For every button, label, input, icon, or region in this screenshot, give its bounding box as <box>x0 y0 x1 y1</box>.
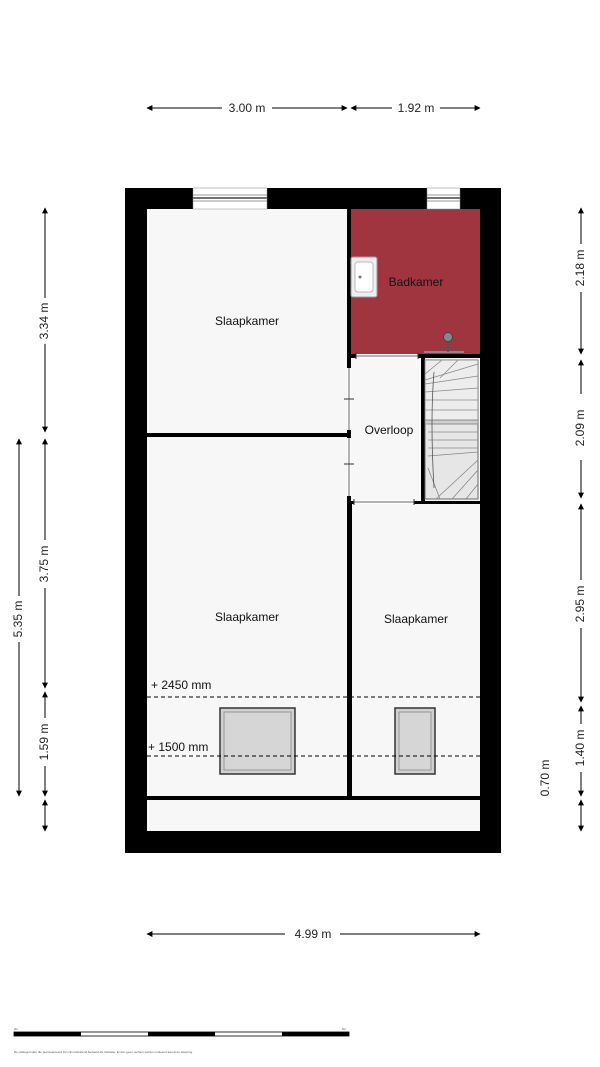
window-top-right <box>426 187 461 210</box>
scale-bar: 0m 5m De plattegronden die gepresenteerd… <box>13 1027 350 1054</box>
left-inner-dimensions: 3.34 m 3.75 m 1.59 m <box>37 207 51 832</box>
label-landing: Overloop <box>365 423 414 437</box>
building: + 2450 mm + 1500 mm <box>125 187 501 853</box>
window-top-left <box>192 187 268 210</box>
door-bathroom <box>355 353 419 359</box>
bottom-dimensions: 4.99 m <box>146 927 481 941</box>
dim-top-1: 3.00 m <box>229 101 266 115</box>
dim-left-inner-3: 1.59 m <box>37 724 51 761</box>
door-bedroom-bottom-right <box>353 499 415 505</box>
left-outer-dimensions: 5.35 m <box>11 438 25 797</box>
scale-end: 5m <box>342 1027 347 1031</box>
dim-right-2: 2.09 m <box>573 410 587 447</box>
top-dimensions: 3.00 m 1.92 m <box>146 101 481 115</box>
dim-left-inner-2: 3.75 m <box>37 546 51 583</box>
skylight-right <box>394 707 436 775</box>
door-bedroom-bottom-left <box>344 438 354 496</box>
dim-right-1: 2.18 m <box>573 250 587 287</box>
dim-left-inner-1: 3.34 m <box>37 303 51 340</box>
room-bedroom-top-left <box>147 209 347 433</box>
room-landing <box>351 358 421 501</box>
label-bathroom: Badkamer <box>389 275 444 289</box>
dim-top-2: 1.92 m <box>398 101 435 115</box>
room-labels: Slaapkamer Badkamer Overloop Slaapkamer … <box>215 275 448 626</box>
dim-right-5: 0.70 m <box>538 760 552 797</box>
staircase <box>424 359 479 500</box>
height-label-1500: + 1500 mm <box>148 740 208 754</box>
skylight-left <box>219 707 296 775</box>
dim-left-outer-1: 5.35 m <box>11 601 25 638</box>
height-label-2450: + 2450 mm <box>151 678 211 692</box>
door-bedroom-top-left <box>344 368 354 430</box>
label-bedroom-top-left: Slaapkamer <box>215 314 279 328</box>
knee-wall-zone <box>147 800 480 831</box>
dim-bottom-1: 4.99 m <box>295 927 332 941</box>
sink-icon <box>350 256 378 298</box>
dim-right-3: 2.95 m <box>573 586 587 623</box>
dim-right-4: 1.40 m <box>573 730 587 767</box>
label-bedroom-bottom-right: Slaapkamer <box>384 612 448 626</box>
disclaimer-text: De plattegronden die gepresenteerd zijn … <box>14 1050 193 1054</box>
right-dimensions: 2.18 m 2.09 m 2.95 m 1.40 m 0.70 m <box>538 207 587 832</box>
drain-icon <box>424 332 464 353</box>
scale-start: 0m <box>14 1027 19 1031</box>
label-bedroom-bottom-left: Slaapkamer <box>215 610 279 624</box>
